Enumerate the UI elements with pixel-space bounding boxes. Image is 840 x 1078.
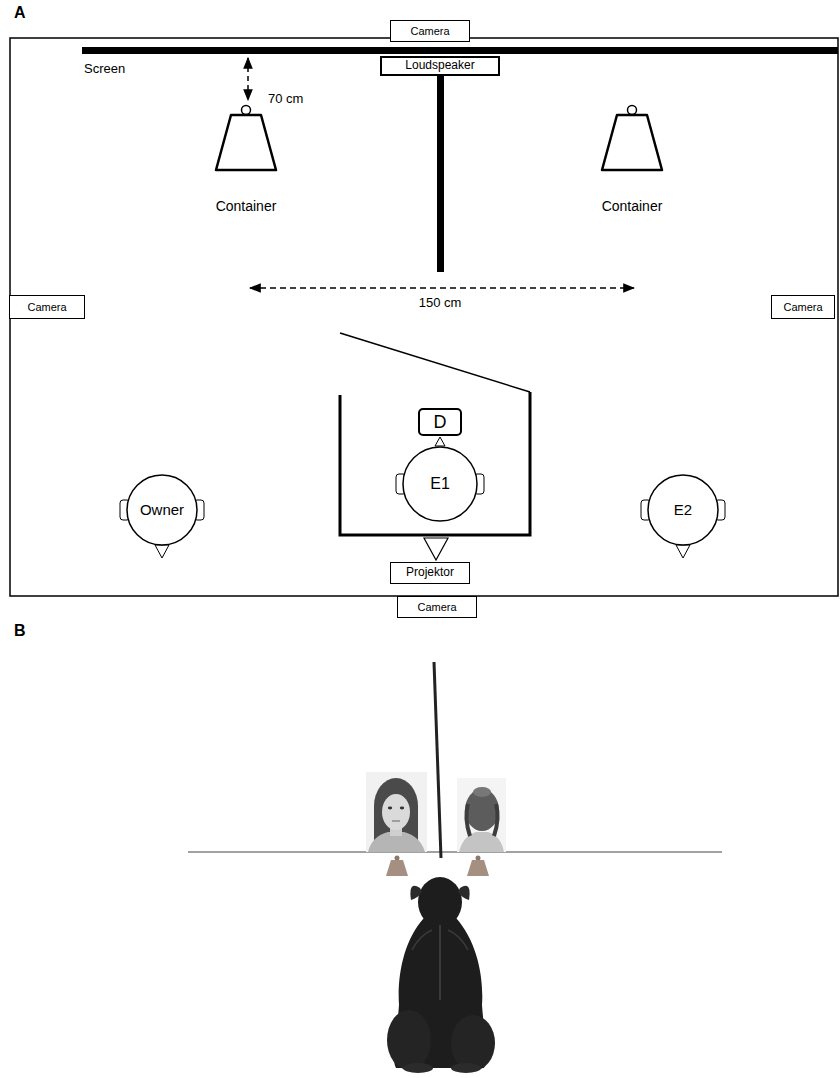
node-text: Camera bbox=[783, 301, 822, 314]
container-knob bbox=[628, 106, 637, 115]
photo-ground bbox=[457, 778, 506, 852]
screen-label: Screen bbox=[82, 62, 127, 77]
panel-letter: A bbox=[12, 4, 28, 22]
photo-face bbox=[366, 772, 427, 852]
dog-paw bbox=[451, 1063, 481, 1073]
dimension-arrow bbox=[250, 287, 634, 289]
dog-figure bbox=[387, 877, 495, 1073]
node-text: Container bbox=[191, 198, 301, 214]
container-body bbox=[467, 860, 489, 876]
face bbox=[382, 794, 410, 830]
container-node: Container bbox=[191, 104, 301, 224]
camera-box: Camera bbox=[397, 596, 477, 618]
container-outline bbox=[577, 104, 687, 174]
dog-ear bbox=[458, 886, 470, 900]
dog-ear bbox=[410, 886, 422, 900]
projector-symbol bbox=[424, 538, 448, 560]
node-text: Container bbox=[577, 198, 687, 214]
dog-fur bbox=[448, 930, 468, 950]
facing-triangle bbox=[676, 545, 690, 558]
person-circle: Owner bbox=[126, 474, 198, 546]
facing-triangle bbox=[435, 437, 445, 446]
container-knob bbox=[476, 856, 481, 861]
eye bbox=[400, 807, 404, 810]
circle-shape bbox=[403, 447, 477, 521]
loudspeaker-box: Loudspeaker bbox=[380, 56, 500, 76]
dog-paw bbox=[403, 1063, 433, 1073]
divider-bar bbox=[437, 74, 444, 272]
node-text: Camera bbox=[417, 601, 456, 614]
container-shape bbox=[216, 115, 276, 170]
photo-ground bbox=[366, 772, 427, 852]
panel-letter: B bbox=[12, 622, 28, 640]
dimension-label: 70 cm bbox=[266, 92, 305, 107]
braid bbox=[494, 804, 498, 836]
projector-box: Projektor bbox=[390, 562, 470, 584]
camera-box: Camera bbox=[771, 295, 835, 319]
enclosure-door bbox=[340, 333, 530, 392]
container-shape bbox=[602, 115, 662, 170]
container-knob bbox=[395, 856, 400, 861]
dog-haunch bbox=[451, 1015, 495, 1071]
mouth bbox=[392, 820, 400, 821]
person-circle: E1 bbox=[402, 446, 478, 522]
dog-head bbox=[418, 877, 462, 927]
floor-line bbox=[188, 851, 722, 852]
dimension-label: 150 cm bbox=[417, 296, 464, 311]
eye bbox=[388, 807, 392, 810]
enclosure bbox=[340, 392, 530, 535]
dog-spine bbox=[439, 925, 441, 1000]
shoulders bbox=[459, 832, 504, 852]
node-text: Camera bbox=[27, 301, 66, 314]
container-body bbox=[386, 860, 408, 876]
circle-shape bbox=[127, 475, 197, 545]
node-text: E1 bbox=[430, 475, 450, 493]
node-text: E2 bbox=[674, 501, 692, 518]
container-node: Container bbox=[577, 104, 687, 224]
container-icon bbox=[386, 856, 489, 877]
node-text: Projektor bbox=[406, 566, 454, 580]
dog-haunch bbox=[387, 1010, 431, 1070]
dog-fur bbox=[412, 930, 432, 950]
node-text: Camera bbox=[410, 25, 449, 38]
node-text: D bbox=[434, 412, 447, 433]
node-text: Owner bbox=[140, 501, 184, 518]
facing-triangle bbox=[155, 545, 169, 558]
camera-box: Camera bbox=[390, 20, 470, 42]
container-outline bbox=[191, 104, 301, 174]
braid bbox=[466, 804, 470, 836]
circle-shape bbox=[648, 475, 718, 545]
dimension-arrow bbox=[247, 58, 249, 100]
dog-position-box: D bbox=[418, 408, 462, 436]
room-outline bbox=[10, 38, 838, 596]
divider-screen bbox=[434, 662, 441, 858]
container-knob bbox=[242, 106, 251, 115]
screen-line bbox=[82, 47, 838, 54]
photo-back-of-head bbox=[457, 778, 506, 852]
node-text: Loudspeaker bbox=[405, 59, 474, 73]
hair-highlight bbox=[473, 787, 491, 797]
camera-box: Camera bbox=[9, 295, 85, 319]
person-circle: E2 bbox=[647, 474, 719, 546]
